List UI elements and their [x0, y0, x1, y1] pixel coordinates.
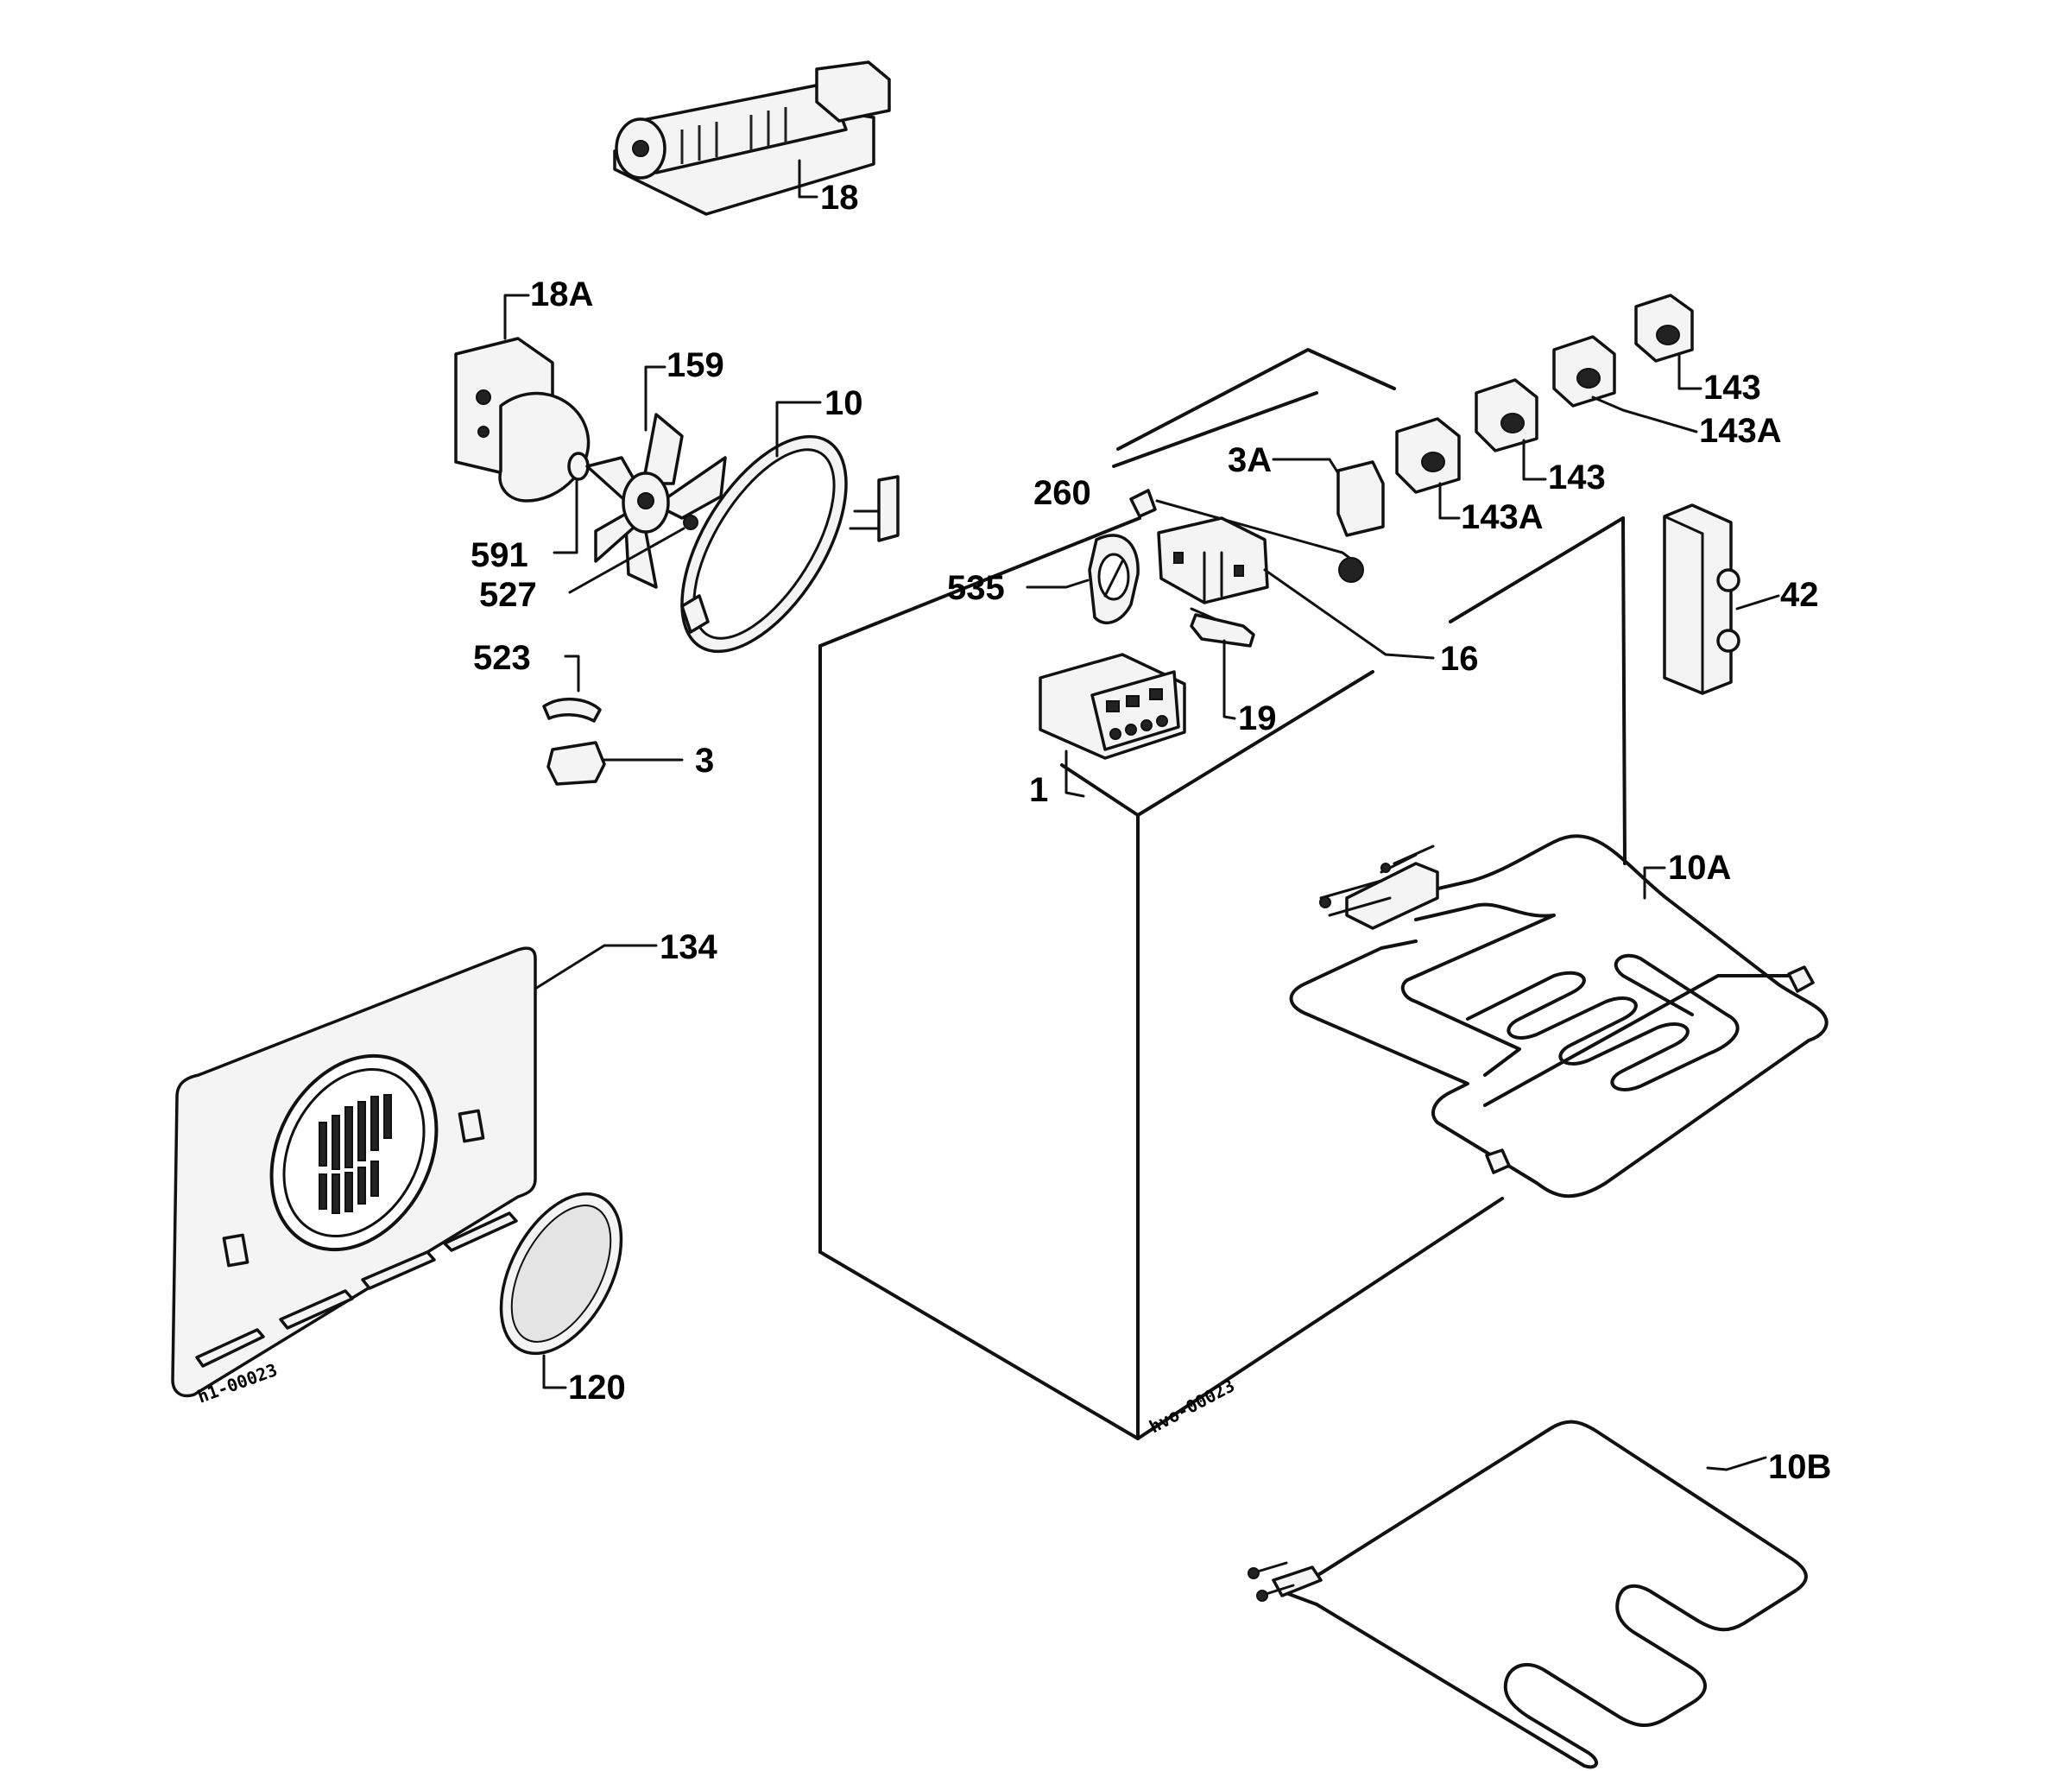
box-drawing-code: hvo-00023 — [1146, 1375, 1238, 1437]
label-535: 535 — [947, 569, 1005, 607]
lamp-holder-3: 3 — [546, 741, 714, 786]
control-knob-143-2: 143 — [1634, 294, 1761, 407]
label-527: 527 — [479, 576, 537, 614]
timer-module-1: 1 — [1029, 653, 1186, 809]
label-1: 1 — [1029, 771, 1048, 809]
grill-element-10A: 10A — [1289, 834, 1829, 1199]
tangential-fan-motor-18: 18 — [613, 60, 891, 217]
nut-527: 527 — [479, 515, 698, 614]
control-knob-143A-2: 143A — [1552, 335, 1782, 450]
label-143-1: 143 — [1548, 459, 1606, 497]
label-591: 591 — [471, 536, 528, 574]
label-3A: 3A — [1228, 441, 1272, 479]
fan-vent-slots — [319, 1094, 392, 1214]
label-143A-2: 143A — [1699, 412, 1782, 450]
label-42: 42 — [1780, 576, 1819, 614]
knob-bezel-535: 535 — [947, 534, 1140, 624]
control-knob-143A-1: 143A — [1395, 417, 1544, 536]
label-10: 10 — [824, 384, 863, 422]
label-18: 18 — [820, 179, 859, 217]
label-134: 134 — [660, 928, 717, 966]
label-260: 260 — [1033, 474, 1091, 512]
clip-523: 523 — [473, 639, 602, 723]
label-159: 159 — [666, 346, 724, 384]
switch-block-16: 16 — [1157, 516, 1479, 678]
label-16: 16 — [1440, 640, 1479, 678]
bottom-element-10B: 10B — [1248, 1420, 1831, 1769]
label-143A-1: 143A — [1461, 498, 1544, 536]
label-3: 3 — [695, 742, 714, 780]
label-10B: 10B — [1768, 1448, 1831, 1486]
label-143-2: 143 — [1703, 369, 1761, 407]
label-18A: 18A — [530, 275, 593, 313]
label-10A: 10A — [1668, 849, 1731, 887]
control-knob-143-1: 143 — [1475, 378, 1606, 497]
oven-cabinet-box: hvo-00023 — [818, 516, 1627, 1440]
label-19: 19 — [1238, 699, 1277, 737]
lamp-cover-120: 120 — [499, 1192, 626, 1407]
circular-heating-element-10: 10 — [680, 384, 900, 654]
connector-3A: 3A — [1228, 441, 1385, 583]
washer-591: 591 — [471, 452, 590, 574]
label-120: 120 — [568, 1369, 626, 1407]
label-523: 523 — [473, 639, 531, 677]
back-panel-134: 134 h1-00023 — [171, 928, 717, 1407]
wiring-harness-260: 260 — [1033, 348, 1396, 567]
side-panel-42: 42 — [1663, 503, 1819, 695]
screw-19: 19 — [1190, 607, 1277, 737]
